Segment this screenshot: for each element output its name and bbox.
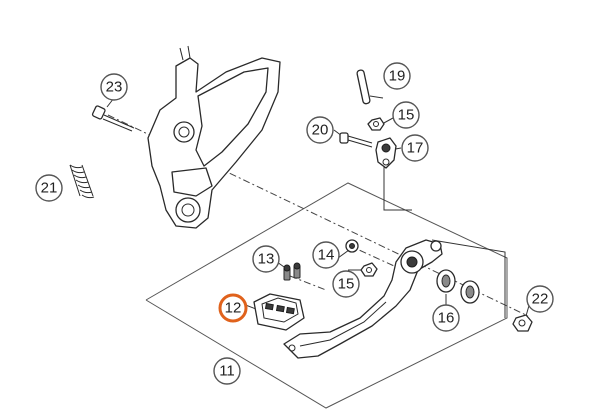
callout-label: 15 <box>398 107 415 124</box>
callout-17: 17 <box>401 134 429 162</box>
callout-label: 14 <box>318 247 335 264</box>
callout-14: 14 <box>312 241 340 269</box>
callout-label: 20 <box>312 122 329 139</box>
callout-22: 22 <box>526 285 554 313</box>
callout-label: 11 <box>219 363 235 380</box>
callout-label: 21 <box>41 180 58 197</box>
callout-15-lower: 15 <box>332 270 360 298</box>
callout-label: 13 <box>258 251 275 268</box>
part-12-foot-peg <box>253 293 305 331</box>
callout-15-upper: 15 <box>392 101 420 129</box>
assembly-frame <box>145 182 508 409</box>
part-19-pin <box>356 69 371 105</box>
part-15-nut-upper <box>367 117 385 131</box>
callout-label: 15 <box>338 276 355 293</box>
part-20-bolt <box>339 132 373 148</box>
callout-label: 23 <box>106 79 123 96</box>
part-15-nut-lower <box>360 262 378 277</box>
callout-19: 19 <box>383 62 411 90</box>
callout-label: 17 <box>407 140 424 157</box>
callout-label: 22 <box>532 291 549 308</box>
callout-21: 21 <box>35 174 63 202</box>
part-13-screws <box>283 262 301 281</box>
part-16-bushings <box>436 269 480 304</box>
callout-23: 23 <box>100 73 128 101</box>
callout-11: 11 <box>213 357 241 385</box>
callout-13: 13 <box>252 245 280 273</box>
callout-label: 12 <box>225 300 242 317</box>
callout-20: 20 <box>306 116 334 144</box>
callout-16: 16 <box>432 304 460 332</box>
callout-12: 12 <box>218 293 248 323</box>
callout-label: 16 <box>438 310 455 327</box>
part-22-nut <box>512 314 533 332</box>
part-23-bolt <box>91 105 135 132</box>
part-17-joint <box>375 137 397 169</box>
callout-label: 19 <box>389 68 406 85</box>
part-21-spring <box>69 164 95 199</box>
brake-lever <box>283 239 443 359</box>
part-14-bushing <box>345 239 359 253</box>
footrest-bracket <box>147 45 281 229</box>
